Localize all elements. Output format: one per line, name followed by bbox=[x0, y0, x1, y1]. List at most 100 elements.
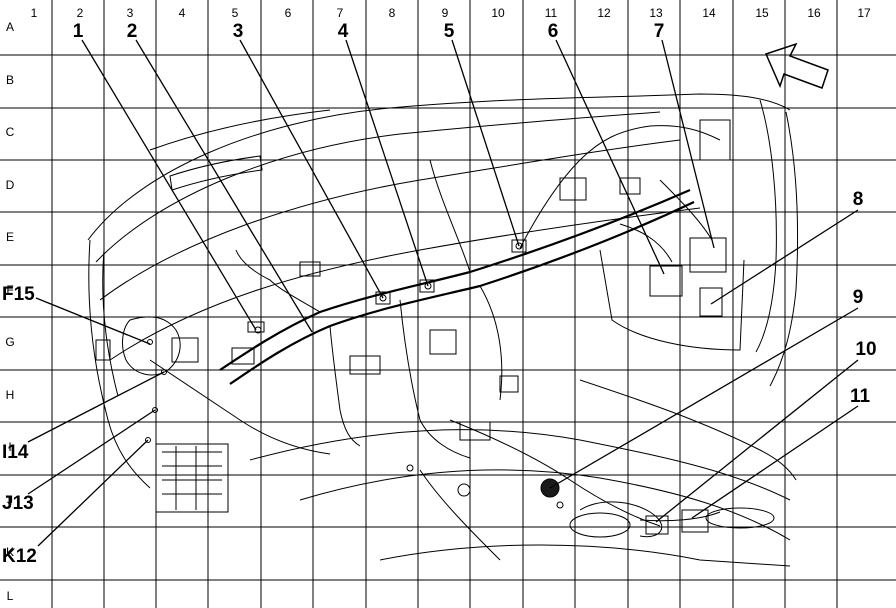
floor-sill bbox=[579, 379, 797, 481]
dash-top-edge bbox=[87, 93, 791, 241]
row-label: K bbox=[6, 545, 14, 559]
callout-j13: J13 bbox=[2, 493, 34, 514]
column-label: 4 bbox=[179, 6, 186, 20]
callout-10: 10 bbox=[855, 339, 876, 360]
leader-2 bbox=[135, 39, 313, 333]
fuse-block bbox=[155, 443, 229, 513]
connector-c1 bbox=[247, 321, 265, 333]
harness-branch-floor bbox=[449, 419, 661, 527]
leader-9 bbox=[549, 307, 859, 489]
leader-1 bbox=[81, 39, 257, 331]
right-door-frame-2 bbox=[769, 111, 799, 387]
bolt-3 bbox=[424, 282, 432, 290]
right-callouts: 8 9 10 11 bbox=[850, 189, 877, 407]
floor-grommet-3 bbox=[556, 501, 564, 509]
bolt-8 bbox=[147, 339, 153, 345]
connector-c4 bbox=[375, 291, 391, 305]
harness-loop-right bbox=[579, 501, 663, 538]
column-label: 17 bbox=[857, 6, 871, 20]
row-label: E bbox=[6, 230, 14, 244]
connector-c20 bbox=[681, 509, 709, 533]
floor-line-2 bbox=[299, 469, 791, 541]
row-label: H bbox=[6, 388, 15, 402]
harness-branch-left bbox=[235, 249, 361, 447]
leader-j13 bbox=[27, 409, 156, 495]
harness-branch-upper bbox=[519, 125, 721, 249]
connector-c19 bbox=[645, 515, 669, 535]
column-label: 12 bbox=[597, 6, 611, 20]
callout-9: 9 bbox=[853, 287, 864, 308]
callout-8: 8 bbox=[853, 189, 864, 210]
connector-c3 bbox=[299, 261, 321, 277]
callout-2: 2 bbox=[127, 21, 138, 42]
row-label: I bbox=[8, 440, 11, 454]
row-labels: A B C D E F G H I J K L bbox=[5, 20, 14, 603]
right-door-frame bbox=[755, 99, 777, 353]
floor-line-1 bbox=[249, 429, 791, 501]
harness-branch-right bbox=[619, 179, 713, 263]
connector-c6 bbox=[511, 239, 527, 253]
row-label: D bbox=[6, 178, 15, 192]
harness-branch-center bbox=[429, 159, 503, 401]
row-label: G bbox=[5, 335, 14, 349]
left-pillar bbox=[88, 239, 151, 489]
callout-3: 3 bbox=[233, 21, 244, 42]
bolt-4 bbox=[515, 242, 523, 250]
leader-5 bbox=[451, 39, 520, 247]
connector-c13 bbox=[689, 237, 727, 273]
harness-to-kick bbox=[639, 511, 721, 522]
column-label: 3 bbox=[127, 6, 134, 20]
harness-branch-lower bbox=[399, 299, 471, 459]
row-label: L bbox=[7, 589, 14, 603]
leader-lines bbox=[27, 39, 859, 547]
harness-trunk-upper bbox=[219, 188, 691, 371]
column-label: 14 bbox=[702, 6, 716, 20]
callout-1: 1 bbox=[73, 21, 84, 42]
callout-4: 4 bbox=[338, 21, 349, 42]
tunnel-edge bbox=[419, 469, 501, 561]
floor-plug-hole bbox=[705, 507, 775, 529]
leader-6 bbox=[555, 39, 665, 275]
leader-7 bbox=[661, 39, 715, 249]
dash-inner-edge bbox=[95, 111, 661, 263]
bolt-6 bbox=[152, 407, 158, 413]
callout-11: 11 bbox=[850, 386, 871, 407]
connector-c9 bbox=[459, 421, 491, 441]
row-label: A bbox=[6, 20, 14, 34]
floor-plug-hole-2 bbox=[569, 512, 631, 538]
leader-k12 bbox=[37, 439, 149, 547]
callout-5: 5 bbox=[444, 21, 455, 42]
leader-3 bbox=[239, 39, 384, 299]
leader-4 bbox=[345, 39, 429, 287]
harness-trunk-lower bbox=[229, 201, 695, 385]
floor-grommet-2 bbox=[406, 464, 414, 472]
callout-6: 6 bbox=[548, 21, 559, 42]
column-label: 5 bbox=[232, 6, 239, 20]
column-label: 13 bbox=[649, 6, 663, 20]
connector-c8 bbox=[349, 355, 381, 375]
vehicle-interior-drawing bbox=[87, 42, 829, 567]
row-label: B bbox=[6, 73, 14, 87]
harness-left-lower bbox=[149, 359, 331, 455]
connector-c5 bbox=[419, 279, 435, 293]
dash-panel-curve bbox=[99, 139, 681, 301]
column-label: 16 bbox=[807, 6, 821, 20]
floor-grommet-1 bbox=[457, 483, 471, 497]
row-label: C bbox=[6, 125, 15, 139]
leader-10 bbox=[655, 359, 859, 523]
column-label: 10 bbox=[491, 6, 505, 20]
connector-c7 bbox=[429, 329, 457, 355]
connector-c17 bbox=[95, 339, 111, 361]
column-label: 11 bbox=[545, 6, 558, 20]
leader-f15 bbox=[35, 297, 151, 345]
callout-i14: I14 bbox=[2, 442, 29, 463]
column-labels: 1 2 3 4 5 6 7 8 9 10 11 12 13 14 15 16 1… bbox=[31, 6, 871, 20]
connector-c15 bbox=[699, 119, 731, 161]
bolt-2 bbox=[379, 294, 387, 302]
callout-k12: K12 bbox=[2, 546, 37, 567]
column-label: 1 bbox=[31, 6, 38, 20]
top-callouts: 1 2 3 4 5 6 7 bbox=[73, 21, 665, 42]
connector-c10 bbox=[559, 177, 587, 201]
